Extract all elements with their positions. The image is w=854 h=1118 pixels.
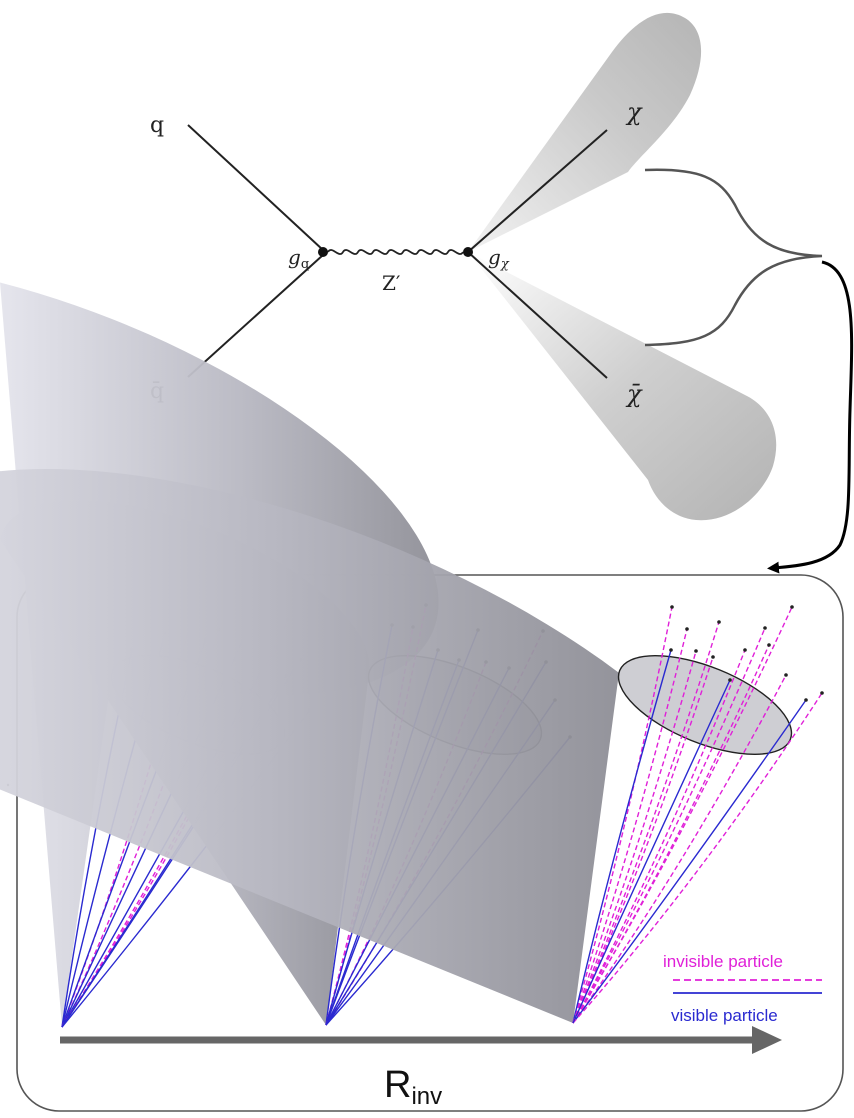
mediator-propagator (327, 249, 464, 255)
legend-visible-label: visible particle (671, 1006, 778, 1025)
invisible-track (572, 644, 770, 1024)
dark-label: χ (625, 98, 643, 126)
antidark-label: χ̄ (625, 380, 643, 408)
invisible-track (572, 692, 823, 1024)
zoom-arrow (767, 260, 854, 574)
dark-jet-cone-lower (468, 252, 777, 521)
rinv-axis-subscript: inv (411, 1083, 442, 1110)
rinv-axis-label: Rinv (384, 1064, 442, 1110)
invisible-track (572, 627, 766, 1024)
track-endpoint (804, 698, 808, 702)
invisible-track (572, 650, 697, 1024)
track-endpoint (790, 605, 794, 609)
quark-label: q (150, 113, 164, 138)
invisible-track (572, 606, 673, 1024)
visible-track (572, 649, 672, 1024)
mediator-label: Z′ (382, 271, 401, 295)
track-endpoint (694, 649, 698, 653)
track-endpoint (685, 627, 689, 631)
track-endpoint (767, 643, 771, 647)
coupling-quark-subscript: q (301, 257, 309, 272)
antidark-line (467, 251, 608, 379)
jets-panel: invisible particle visible particle Rinv (0, 282, 844, 1112)
dark-line (467, 129, 608, 253)
visible-track (572, 679, 731, 1024)
track-endpoint (670, 605, 674, 609)
track-endpoint (728, 678, 732, 682)
dark-jet-cone-upper (468, 12, 702, 253)
invisible-track (572, 621, 720, 1024)
jet-3-cone-rim (617, 655, 793, 755)
coupling-quark-label: gq (288, 245, 309, 272)
quark-line (187, 124, 324, 251)
track-endpoint (743, 648, 747, 652)
invisible-track (572, 674, 787, 1024)
legend-invisible-label: invisible particle (663, 952, 783, 971)
rinv-axis-arrowhead (752, 1026, 782, 1054)
visible-track (572, 699, 807, 1024)
jet-3 (0, 468, 824, 1024)
track-endpoint (784, 673, 788, 677)
vertex-quark (318, 247, 328, 257)
cone-brace (644, 168, 823, 347)
vertex-dark (463, 247, 473, 257)
invisible-track (572, 628, 688, 1024)
track-endpoint (820, 691, 824, 695)
invisible-track (572, 606, 793, 1024)
antiquark-line (187, 254, 324, 378)
track-endpoint (669, 648, 673, 652)
invisible-track (572, 649, 746, 1024)
jet-3-cone (0, 468, 619, 1023)
track-endpoint (711, 655, 715, 659)
coupling-dark-subscript: χ (500, 257, 510, 272)
jet-cones-group (0, 282, 824, 1028)
track-endpoint (717, 620, 721, 624)
coupling-dark-label: gχ (488, 245, 510, 272)
track-endpoint (763, 626, 767, 630)
